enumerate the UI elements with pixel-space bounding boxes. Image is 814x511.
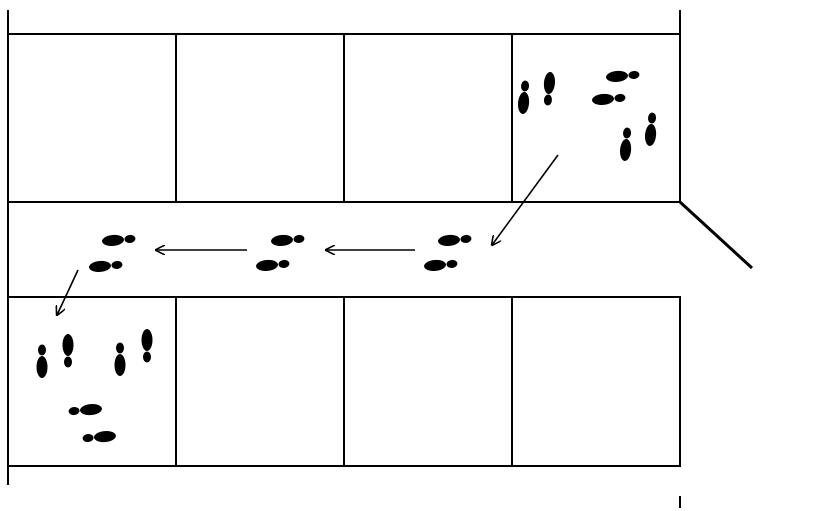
footprint-icon [255, 257, 290, 272]
room-2 [175, 33, 345, 203]
footprint-icon [270, 232, 305, 247]
footprint-icon [517, 80, 532, 115]
room-6 [175, 296, 345, 467]
room-3 [343, 33, 513, 203]
room-7 [343, 296, 513, 467]
footprint-icon [114, 342, 126, 376]
arrow-icon [57, 269, 79, 315]
footprint-icon [36, 344, 48, 378]
room-4 [511, 33, 681, 203]
footprint-icon [605, 68, 640, 83]
footprint-icon [644, 112, 659, 147]
room-8 [511, 296, 681, 467]
footprint-icon [541, 71, 556, 106]
footprint-icon [101, 232, 136, 247]
footprint-icon [437, 232, 472, 247]
footprint-icon [619, 127, 634, 162]
room-1 [7, 33, 177, 203]
footprint-icon [62, 334, 74, 368]
footprints-room-4 [517, 68, 659, 162]
footprint-icon [141, 329, 153, 363]
walls [7, 10, 754, 508]
footprints-corridor [88, 232, 472, 273]
footprint-icon [423, 257, 458, 272]
footprint-icon [88, 258, 123, 273]
arrow-icon [492, 154, 559, 245]
footprint-icon [82, 430, 117, 445]
footprint-icon [68, 403, 103, 418]
footprint-icon [591, 91, 626, 106]
path-arrows [57, 154, 559, 315]
door-line [678, 200, 754, 270]
footprints-room-5 [36, 329, 153, 445]
